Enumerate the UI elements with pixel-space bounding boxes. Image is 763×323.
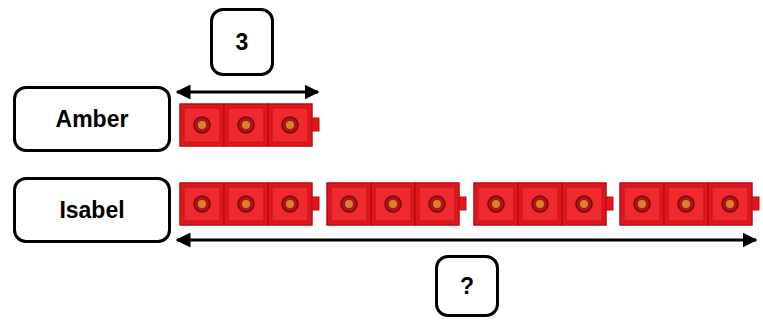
dimension-box: 3	[210, 8, 274, 76]
box-text: ?	[460, 273, 474, 300]
cube-face	[474, 183, 518, 225]
cube-hole-center	[433, 200, 441, 208]
name-box: Isabel	[13, 177, 171, 243]
cube-inner	[668, 187, 704, 221]
cube-hole	[532, 196, 548, 212]
cube-face	[268, 104, 312, 146]
cube-face	[415, 183, 459, 225]
cube-inner	[272, 108, 308, 142]
cube-inner	[375, 187, 411, 221]
cube-inner	[184, 187, 220, 221]
cube-hole-center	[198, 121, 206, 129]
cube-hole-center	[389, 200, 397, 208]
cube-face	[708, 183, 752, 225]
cube-nub	[312, 197, 319, 210]
cube-inner	[624, 187, 660, 221]
cube-hole-center	[286, 200, 294, 208]
cube-rows	[180, 104, 759, 225]
cube-hole-center	[242, 121, 250, 129]
cube-hole-center	[580, 200, 588, 208]
cube-nub	[752, 197, 759, 210]
cube-hole	[282, 196, 298, 212]
cube-inner	[184, 108, 220, 142]
box-text: Amber	[56, 106, 129, 133]
cube-hole-center	[492, 200, 500, 208]
cube-face	[371, 183, 415, 225]
cube-inner	[478, 187, 514, 221]
cube-face	[327, 183, 371, 225]
cube-inner	[419, 187, 455, 221]
cube-inner	[522, 187, 558, 221]
cube	[415, 183, 459, 225]
cube-hole	[194, 196, 210, 212]
cube	[268, 183, 312, 225]
cube-face	[268, 183, 312, 225]
cube-hole	[238, 196, 254, 212]
dimension-arrow	[177, 239, 756, 242]
cube-inner	[712, 187, 748, 221]
cube	[180, 183, 224, 225]
cube	[327, 183, 371, 225]
cube-hole-center	[536, 200, 544, 208]
cube-inner	[331, 187, 367, 221]
cube-hole-center	[638, 200, 646, 208]
cube-face	[180, 183, 224, 225]
cube-hole-center	[242, 200, 250, 208]
cube-hole	[194, 117, 210, 133]
cube-hole	[488, 196, 504, 212]
cube-face	[224, 183, 268, 225]
cube-inner	[228, 187, 264, 221]
cube-inner	[272, 187, 308, 221]
box-text: 3	[236, 29, 249, 56]
cube-face	[180, 104, 224, 146]
cube	[268, 104, 312, 146]
cube	[620, 183, 664, 225]
cube-hole-center	[682, 200, 690, 208]
cube-inner	[566, 187, 602, 221]
cube-nub	[606, 197, 613, 210]
cube-face	[664, 183, 708, 225]
dimension-box: ?	[435, 255, 499, 317]
cube-face	[620, 183, 664, 225]
cube	[708, 183, 752, 225]
cube	[224, 183, 268, 225]
cube-face	[224, 104, 268, 146]
cube-hole	[576, 196, 592, 212]
cube-face	[518, 183, 562, 225]
cube-hole-center	[345, 200, 353, 208]
cube	[664, 183, 708, 225]
cube-hole	[282, 117, 298, 133]
cube-hole-center	[198, 200, 206, 208]
dimension-arrow	[177, 91, 318, 94]
cube	[474, 183, 518, 225]
cube	[224, 104, 268, 146]
box-text: Isabel	[59, 197, 124, 224]
cube	[180, 104, 224, 146]
cube-hole-center	[726, 200, 734, 208]
cube-hole	[238, 117, 254, 133]
cube-hole	[722, 196, 738, 212]
cube-hole	[341, 196, 357, 212]
cube	[518, 183, 562, 225]
cube-hole	[429, 196, 445, 212]
cube-nub	[459, 197, 466, 210]
cube	[371, 183, 415, 225]
cube-inner	[228, 108, 264, 142]
cube	[562, 183, 606, 225]
cube-hole	[678, 196, 694, 212]
cube-hole	[634, 196, 650, 212]
name-box: Amber	[13, 86, 171, 152]
cube-hole-center	[286, 121, 294, 129]
cube-face	[562, 183, 606, 225]
cube-hole	[385, 196, 401, 212]
cube-nub	[312, 118, 319, 131]
